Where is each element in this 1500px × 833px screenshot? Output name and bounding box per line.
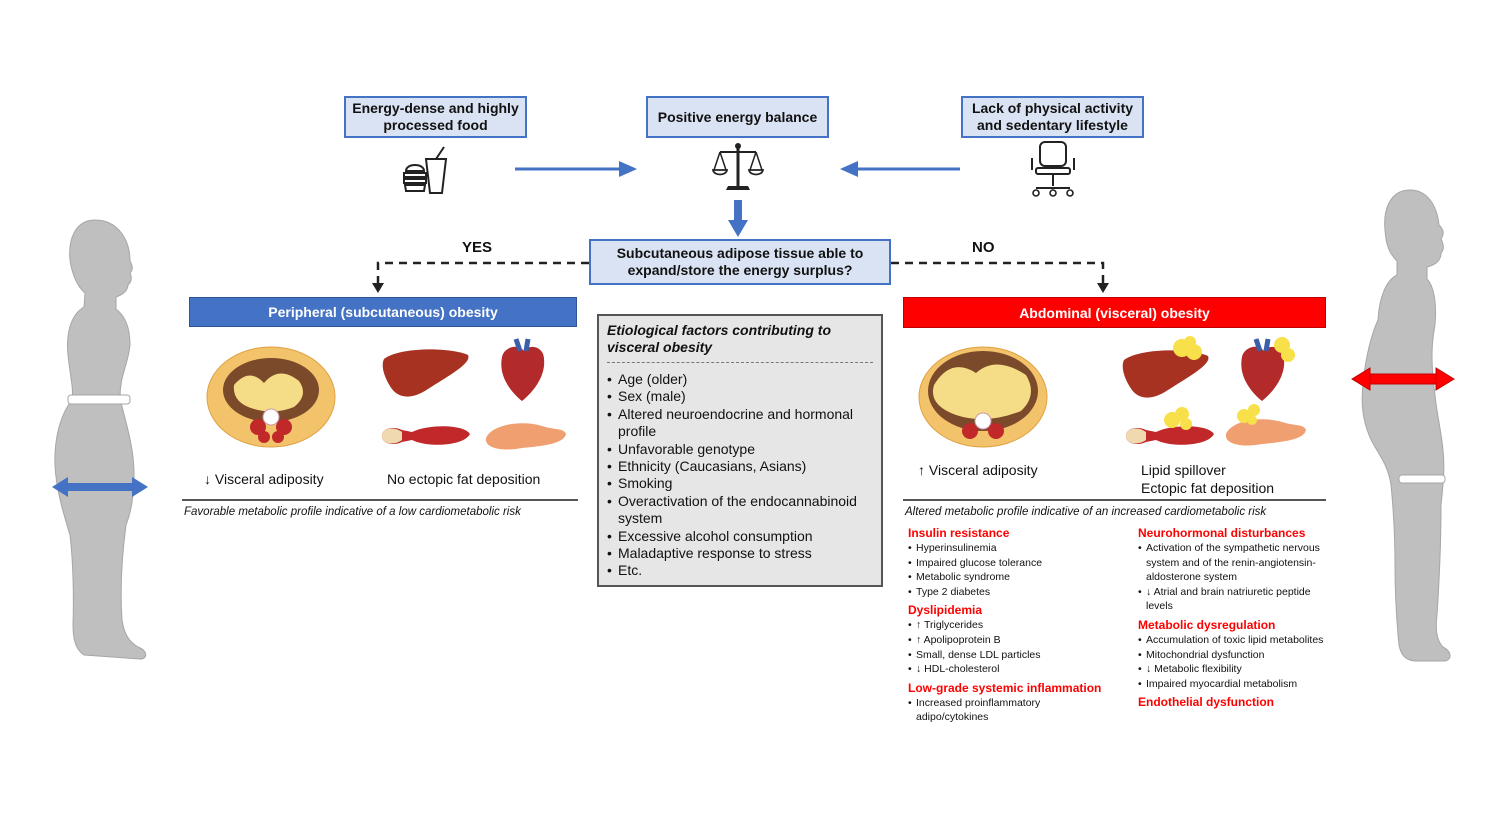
etiological-dashed-divider (607, 362, 873, 363)
consequence-item: Activation of the sympathetic nervous sy… (1138, 541, 1338, 585)
peripheral-obesity-header: Peripheral (subcutaneous) obesity (189, 297, 577, 327)
fatty-heart-icon (1241, 337, 1295, 401)
abdominal-cross-section-lean-icon (206, 346, 336, 448)
balance-scale-icon (711, 143, 765, 190)
decision-dashed-connectors (372, 261, 1109, 293)
etiology-item: Overactivation of the endocannabinoid sy… (607, 493, 873, 528)
altered-profile-note: Altered metabolic profile indicative of … (905, 506, 1267, 518)
abdominal-obesity-header: Abdominal (visceral) obesity (903, 297, 1326, 328)
thigh-band-icon (1398, 474, 1446, 484)
etiological-factors-box: Etiological factors contributing to visc… (597, 314, 883, 587)
consequence-item: ↓ Atrial and brain natriuretic peptide l… (1138, 585, 1338, 614)
metabolic-dysregulation-heading: Metabolic dysregulation (1138, 617, 1276, 632)
etiology-item: Age (older) (607, 371, 873, 389)
consequence-item: ↓ Metabolic flexibility (1138, 662, 1338, 677)
favorable-profile-note: Favorable metabolic profile indicative o… (184, 506, 521, 518)
activity-to-balance-arrow (840, 161, 960, 177)
left-visceral-adiposity-label: ↓ Visceral adiposity (204, 471, 324, 487)
balance-to-question-arrow (728, 200, 748, 237)
heart-icon (501, 338, 545, 401)
muscle-icon (382, 426, 470, 445)
etiology-item: Smoking (607, 475, 873, 493)
etiological-factors-title: Etiological factors contributing to visc… (607, 322, 831, 355)
consequence-item: Increased proinflammatory adipo/cytokine… (908, 696, 1068, 725)
consequence-item: ↑ Triglycerides (908, 618, 1130, 633)
consequence-item: Impaired myocardial metabolism (1138, 677, 1338, 692)
abdominal-cross-section-obese-icon (918, 346, 1048, 448)
etiology-item: Altered neuroendocrine and hormonal prof… (607, 406, 873, 441)
etiological-factors-list: Age (older) Sex (male) Altered neuroendo… (607, 371, 873, 580)
fatty-muscle-icon (1126, 407, 1214, 445)
no-ectopic-fat-label: No ectopic fat deposition (387, 471, 541, 487)
consequence-item: Metabolic syndrome (908, 570, 1130, 585)
consequences-left-column: Insulin resistance Hyperinsulinemia Impa… (908, 526, 1130, 729)
left-divider (182, 499, 578, 501)
consequence-item: ↑ Apolipoprotein B (908, 633, 1130, 648)
food-to-balance-arrow (515, 161, 637, 177)
liver-icon (382, 349, 469, 397)
consequence-item: Small, dense LDL particles (908, 648, 1130, 663)
no-label: NO (972, 239, 995, 256)
endothelial-dysfunction-heading: Endothelial dysfunction (1138, 695, 1275, 710)
lipid-spillover-label: Lipid spillover (1141, 462, 1226, 478)
etiology-item: Etc. (607, 562, 873, 580)
consequence-item: Accumulation of toxic lipid metabolites (1138, 633, 1338, 648)
consequence-item: ↓ HDL-cholesterol (908, 662, 1130, 677)
food-box: Energy-dense and highly processed food (344, 96, 527, 138)
yes-label: YES (462, 239, 493, 256)
apple-shaped-silhouette (1361, 189, 1451, 662)
pancreas-icon (485, 423, 566, 450)
consequences-right-column: Neurohormonal disturbances Activation of… (1138, 526, 1338, 710)
subcutaneous-question-box: Subcutaneous adipose tissue able to expa… (589, 239, 891, 285)
right-divider (903, 499, 1326, 501)
sedentary-box: Lack of physical activity and sedentary … (961, 96, 1144, 138)
consequence-item: Type 2 diabetes (908, 585, 1130, 600)
consequence-item: Mitochondrial dysfunction (1138, 648, 1338, 663)
etiology-item: Sex (male) (607, 388, 873, 406)
etiology-item: Maladaptive response to stress (607, 545, 873, 563)
consequence-item: Impaired glucose tolerance (908, 556, 1130, 571)
etiology-item: Unfavorable genotype (607, 441, 873, 459)
etiology-item: Ethnicity (Caucasians, Asians) (607, 458, 873, 476)
office-chair-icon (1031, 141, 1075, 197)
insulin-resistance-heading: Insulin resistance (908, 526, 1010, 540)
fatty-pancreas-icon (1225, 404, 1306, 446)
ectopic-fat-deposition-label: Ectopic fat deposition (1141, 480, 1275, 496)
waist-width-arrow-icon (1351, 367, 1455, 391)
fatty-liver-icon (1122, 336, 1209, 398)
waist-band-icon (67, 394, 131, 405)
consequence-item: Hyperinsulinemia (908, 541, 1130, 556)
inflammation-heading: Low-grade systemic inflammation (908, 680, 1102, 695)
hip-width-arrow-icon (52, 477, 148, 497)
right-visceral-adiposity-label: ↑ Visceral adiposity (918, 462, 1038, 478)
pear-shaped-silhouette (54, 219, 147, 660)
fast-food-icon (403, 146, 448, 194)
neurohormonal-heading: Neurohormonal disturbances (1138, 526, 1306, 540)
dyslipidemia-heading: Dyslipidemia (908, 603, 983, 618)
etiology-item: Excessive alcohol consumption (607, 528, 873, 546)
energy-balance-box: Positive energy balance (646, 96, 829, 138)
